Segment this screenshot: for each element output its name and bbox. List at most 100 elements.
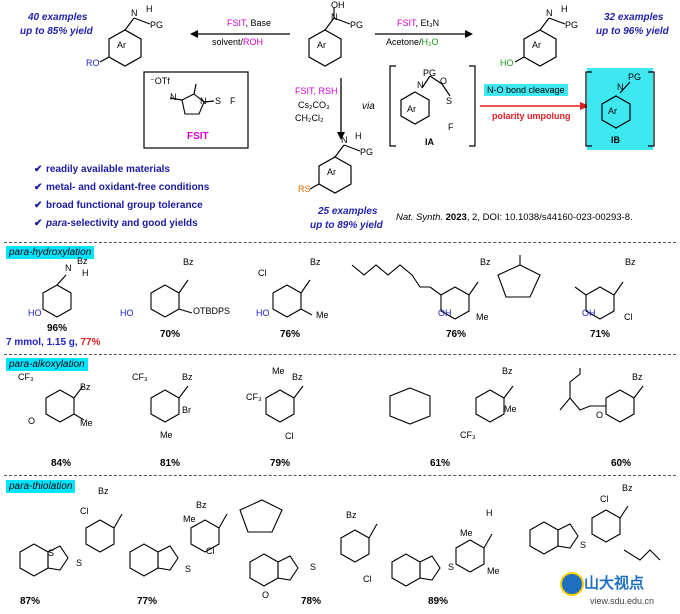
section-tag-hydroxylation: para-hydroxylation	[6, 246, 95, 259]
me-label: Me	[460, 528, 473, 538]
o-label: O	[28, 416, 36, 426]
s-label: S	[446, 96, 453, 106]
fsit-label: FSIT	[187, 131, 209, 142]
check-icon: ✔	[34, 164, 43, 175]
me-label: Me	[183, 514, 196, 524]
cl-label: Cl	[258, 268, 267, 278]
o-label: O	[440, 76, 448, 86]
left-reagent-bottom: solvent/ROH	[212, 37, 264, 47]
ro-label: RO	[86, 58, 100, 68]
yield-a3: 79%	[270, 458, 291, 469]
cl-label: Cl	[600, 494, 609, 504]
check-icon: ✔	[34, 182, 43, 193]
section-tag-alkoxylation: para-alkoxylation	[6, 358, 88, 371]
ar-label: Ar	[117, 40, 126, 50]
o-label: O	[262, 590, 270, 600]
fsit-box	[143, 71, 249, 149]
citation: Nat. Synth. 2023, 2, DOI: 10.1038/s44160…	[396, 212, 633, 223]
thiolation-structures	[19, 499, 661, 587]
yield-a2: 81%	[160, 458, 181, 469]
down-reagent-2: Cs₂CO₃	[298, 100, 330, 110]
n-label: N	[546, 8, 553, 18]
ho-label: HO	[120, 308, 134, 318]
ia-label: IA	[425, 137, 434, 147]
scale-note: 7 mmol, 1.15 g, 77%	[6, 337, 101, 348]
right-examples: 32 examples	[604, 12, 664, 23]
bz-label: Bz	[182, 372, 193, 382]
bz-label: Bz	[310, 257, 321, 267]
bz-label: Bz	[196, 500, 207, 510]
me-label: Me	[272, 366, 285, 376]
left-yield: up to 85% yield	[20, 26, 93, 37]
ar-label: Ar	[327, 167, 336, 177]
right-reagent-bottom: Acetone/H₂O	[386, 37, 439, 47]
down-reagent-1: FSIT, RSH	[295, 86, 338, 96]
yield-t4: 89%	[428, 596, 449, 607]
ho-label: HO	[500, 58, 514, 68]
ar-label: Ar	[608, 106, 617, 116]
bullet-item: ✔readily available materials	[34, 164, 170, 175]
s-label: S	[185, 564, 192, 574]
ring-ia	[400, 91, 430, 125]
br-label: Br	[182, 405, 191, 415]
alkoxylation-structures	[45, 368, 644, 425]
ring-ib	[601, 95, 631, 129]
left-examples: 40 examples	[28, 12, 88, 23]
divider	[4, 242, 676, 243]
pg-label: PG	[423, 68, 437, 78]
n-label: N	[331, 12, 338, 22]
bz-label: Bz	[632, 372, 643, 382]
yield-a4: 61%	[430, 458, 451, 469]
watermark-url: view.sdu.edu.cn	[590, 596, 655, 606]
bz-label: Bz	[346, 510, 357, 520]
ho-label: HO	[256, 308, 270, 318]
bullet-item: ✔para-selectivity and good yields	[34, 218, 198, 229]
yield-h2: 70%	[160, 329, 181, 340]
yield-h1: 96%	[47, 323, 68, 334]
bz-label: Bz	[80, 382, 91, 392]
oh-label: OH	[331, 0, 345, 10]
me-label: Me	[316, 310, 329, 320]
bullet-item: ✔broad functional group tolerance	[34, 200, 203, 211]
ar-label: Ar	[317, 40, 326, 50]
divider	[4, 354, 676, 355]
via-label: via	[362, 101, 375, 112]
h-label: H	[486, 508, 493, 518]
right-yield: up to 96% yield	[596, 26, 669, 37]
bz-label: Bz	[77, 256, 88, 266]
h-label: H	[82, 268, 89, 278]
f-label: F	[230, 96, 236, 106]
ring-rs-product	[318, 156, 352, 194]
check-icon: ✔	[34, 200, 43, 211]
left-reagent-top: FSIT, Base	[227, 18, 272, 28]
pg-label: PG	[150, 20, 164, 30]
yield-t1: 87%	[20, 596, 41, 607]
ar-label: Ar	[532, 40, 541, 50]
cf3-label: CF₃	[18, 372, 34, 382]
nobond-label: N-O bond cleavage	[484, 84, 568, 96]
s-label: S	[215, 96, 222, 106]
yield-h3: 76%	[280, 329, 301, 340]
h-label: H	[146, 4, 153, 14]
bz-label: Bz	[622, 483, 633, 493]
bottom-yield: up to 89% yield	[310, 220, 383, 231]
bz-label: Bz	[502, 366, 513, 376]
f-label: F	[448, 122, 454, 132]
s-label: S	[48, 548, 55, 558]
bz-label: Bz	[625, 257, 636, 267]
ar-label: Ar	[407, 104, 416, 114]
cf3-label: CF₃	[460, 430, 476, 440]
bz-label: Bz	[183, 257, 194, 267]
cf3-label: CF₃	[132, 372, 148, 382]
bz-label: Bz	[98, 486, 109, 496]
cl-label: Cl	[206, 546, 215, 556]
umpolung-label: polarity umpolung	[492, 111, 571, 121]
cl-label: Cl	[285, 431, 294, 441]
n-label: N	[617, 82, 624, 92]
bullet-item: ✔metal- and oxidant-free conditions	[34, 182, 210, 193]
n-label: N	[200, 96, 207, 106]
ib-box	[587, 68, 653, 150]
ring-right-product	[523, 29, 557, 67]
yield-h5: 71%	[590, 329, 611, 340]
h-label: H	[355, 131, 362, 141]
